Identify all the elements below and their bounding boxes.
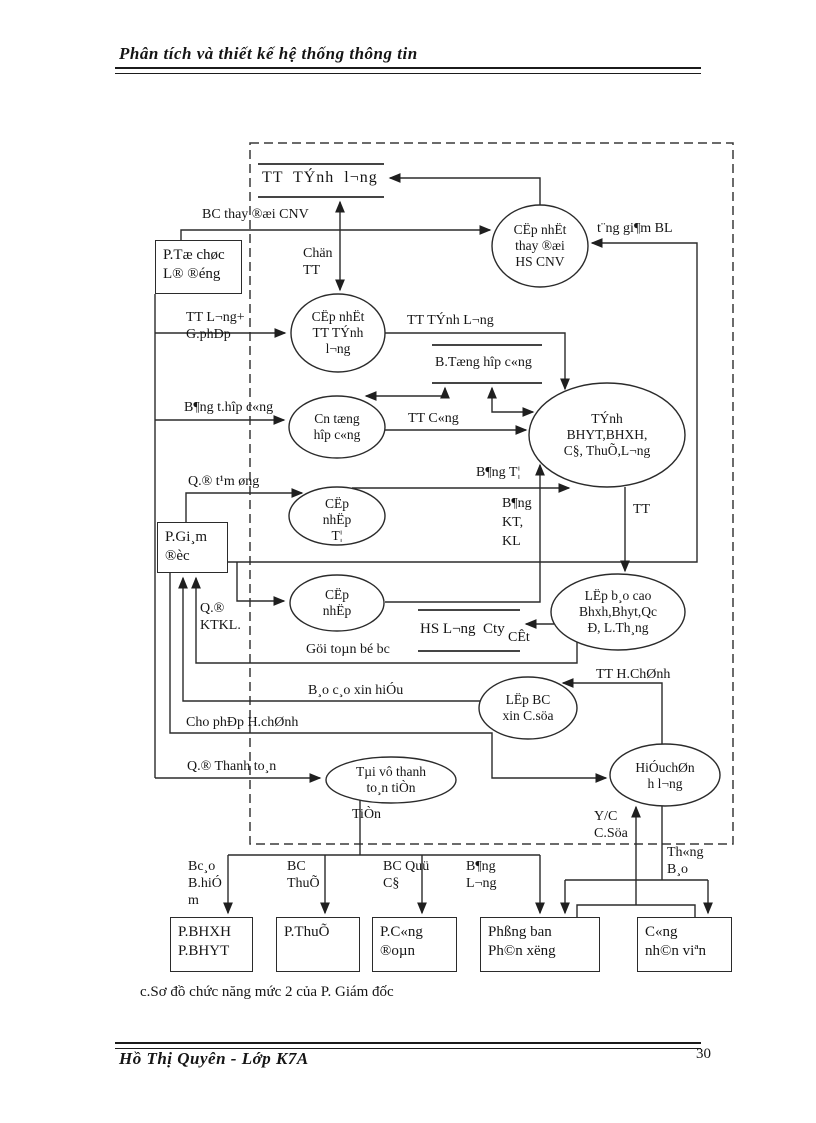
flow-cho-phep-hchinh: Cho phÐp H.chØnh (186, 715, 299, 730)
store-tt-tinh-luong: TT TÝnh l¬ng (262, 169, 378, 186)
process-label-lap-bc-xin-csua: LËp BC xin C.söa (502, 692, 554, 723)
flow-arrows (154, 173, 713, 917)
figure-caption: c.Sơ đồ chức năng mức 2 của P. Giám đốc (140, 984, 394, 1000)
process-cap-nhat-tt-tinh-luong (290, 293, 386, 373)
store-hs-luong-cty: HS L¬ng Cty (420, 621, 505, 637)
flow-cat: CÊt (508, 630, 530, 645)
header-rule (115, 67, 701, 74)
flow-tt-luong-gphep: TT L¬ng+ G.phÐp (186, 310, 245, 342)
flow-yc-csua: Y/C C.Söa (594, 809, 628, 841)
entity-p-cong-doan: P.C«ng ®oµn (372, 917, 457, 972)
flow-qd-tam-ung: Q.® t¹m øng (188, 474, 260, 489)
flow-bang-thop-cong: B¶ng t.hîp c«ng (184, 400, 274, 415)
entity-cong-nhan-vien: C«ng nh©n viªn (637, 917, 732, 972)
footer-author: Hồ Thị Quyên - Lớp K7A (119, 1049, 309, 1068)
flow-tt-hchinh: TT H.ChØnh (596, 667, 671, 682)
flow-bc-thue: BC ThuÕ (287, 859, 320, 891)
process-label-tai-vu-thanh-toan: Tµi vô thanh to¸n tiÒn (355, 764, 427, 795)
flow-qd-thanh-toan: Q.® Thanh to¸n (187, 759, 277, 774)
process-label-cn-tong-hop-cong: Cn tæng hîp c«ng (313, 411, 361, 442)
entity-p-bhxh-bhyt: P.BHXH P.BHYT (170, 917, 253, 972)
flow-bc-thay-doi-cnv: BC thay ®æi CNV (202, 207, 309, 222)
process-label-cap-nhap-1: CËp nhËp T¦ (322, 496, 352, 542)
process-tinh-bhyt-bhxh (528, 382, 686, 488)
process-ellipses (288, 204, 721, 807)
process-tai-vu-thanh-toan (325, 756, 457, 804)
process-label-hieu-chinh-luong: HiÓuchØn h l¬ng (635, 760, 695, 791)
store-b-tong-hop-cong: B.Tæng hîp c«ng (435, 355, 532, 370)
footer-rule (115, 1042, 701, 1049)
process-cn-tong-hop-cong (288, 395, 386, 459)
flow-chan-tt: Chän TT (303, 246, 333, 278)
process-label-cap-nhat-thay-doi: CËp nhËt thay ®æi HS CNV (513, 222, 567, 269)
process-hieu-chinh-luong (609, 743, 721, 807)
flow-tien: TiÒn (352, 807, 382, 822)
flow-tt-cong: TT C«ng (408, 411, 459, 426)
flow-tt-tinh-luong: TT TÝnh L¬ng (407, 313, 494, 328)
process-cap-nhap-1 (288, 486, 386, 546)
data-store-lines (258, 163, 542, 652)
flow-gui-toan-bo-bc: Göi toµn bé bc (306, 642, 390, 657)
process-label-cap-nhap-2: CËp nhËp (322, 587, 352, 618)
process-label-lap-bao-cao: LËp b¸o cao Bhxh,Bhyt,Qc Ð, L.Th¸ng (578, 588, 657, 635)
process-lap-bc-xin-csua (478, 676, 578, 740)
entity-p-to-chuc: P.Tæ chøc L® ®éng (155, 240, 242, 294)
page-number: 30 (696, 1046, 711, 1062)
process-label-tinh-bhyt-bhxh: TÝnh BHYT,BHXH, C§, ThuÕ,L¬ng (563, 411, 651, 458)
process-cap-nhap-2 (289, 574, 385, 632)
process-lap-bao-cao (550, 573, 686, 651)
entity-p-giam-doc: P.Gi¸m ®èc (157, 522, 228, 573)
flow-tt-mid: TT (633, 502, 651, 517)
flow-bang-tu: B¶ng T¦ (476, 465, 521, 480)
entity-phong-ban: Phßng ban Ph©n xëng (480, 917, 600, 972)
entity-p-thue: P.ThuÕ (276, 917, 360, 972)
flow-bcao-bhiem: Bc¸o B.hiÓ m (188, 859, 222, 908)
flow-bc-quy-cd: BC Quü C§ (383, 859, 430, 891)
page-header-title: Phân tích và thiết kế hệ thống thông tin (119, 44, 418, 63)
flow-qd-ktkl: Q.® KTKL. (200, 601, 241, 633)
process-cap-nhat-thay-doi (491, 204, 589, 288)
flow-bang-luong: B¶ng L¬ng (466, 859, 497, 891)
flow-tang-giam-bl: t¨ng gi¶m BL (597, 221, 673, 236)
flow-thong-bao: Th«ng B¸o (667, 845, 704, 877)
flow-bao-cao-xin-hieu: B¸o c¸o xin hiÓu (308, 683, 404, 698)
process-label-cap-nhat-tt-tinh-luong: CËp nhËt TT TÝnh l¬ng (311, 309, 365, 356)
flow-bang-kt-kl: B¶ng KT, KL (502, 496, 532, 549)
